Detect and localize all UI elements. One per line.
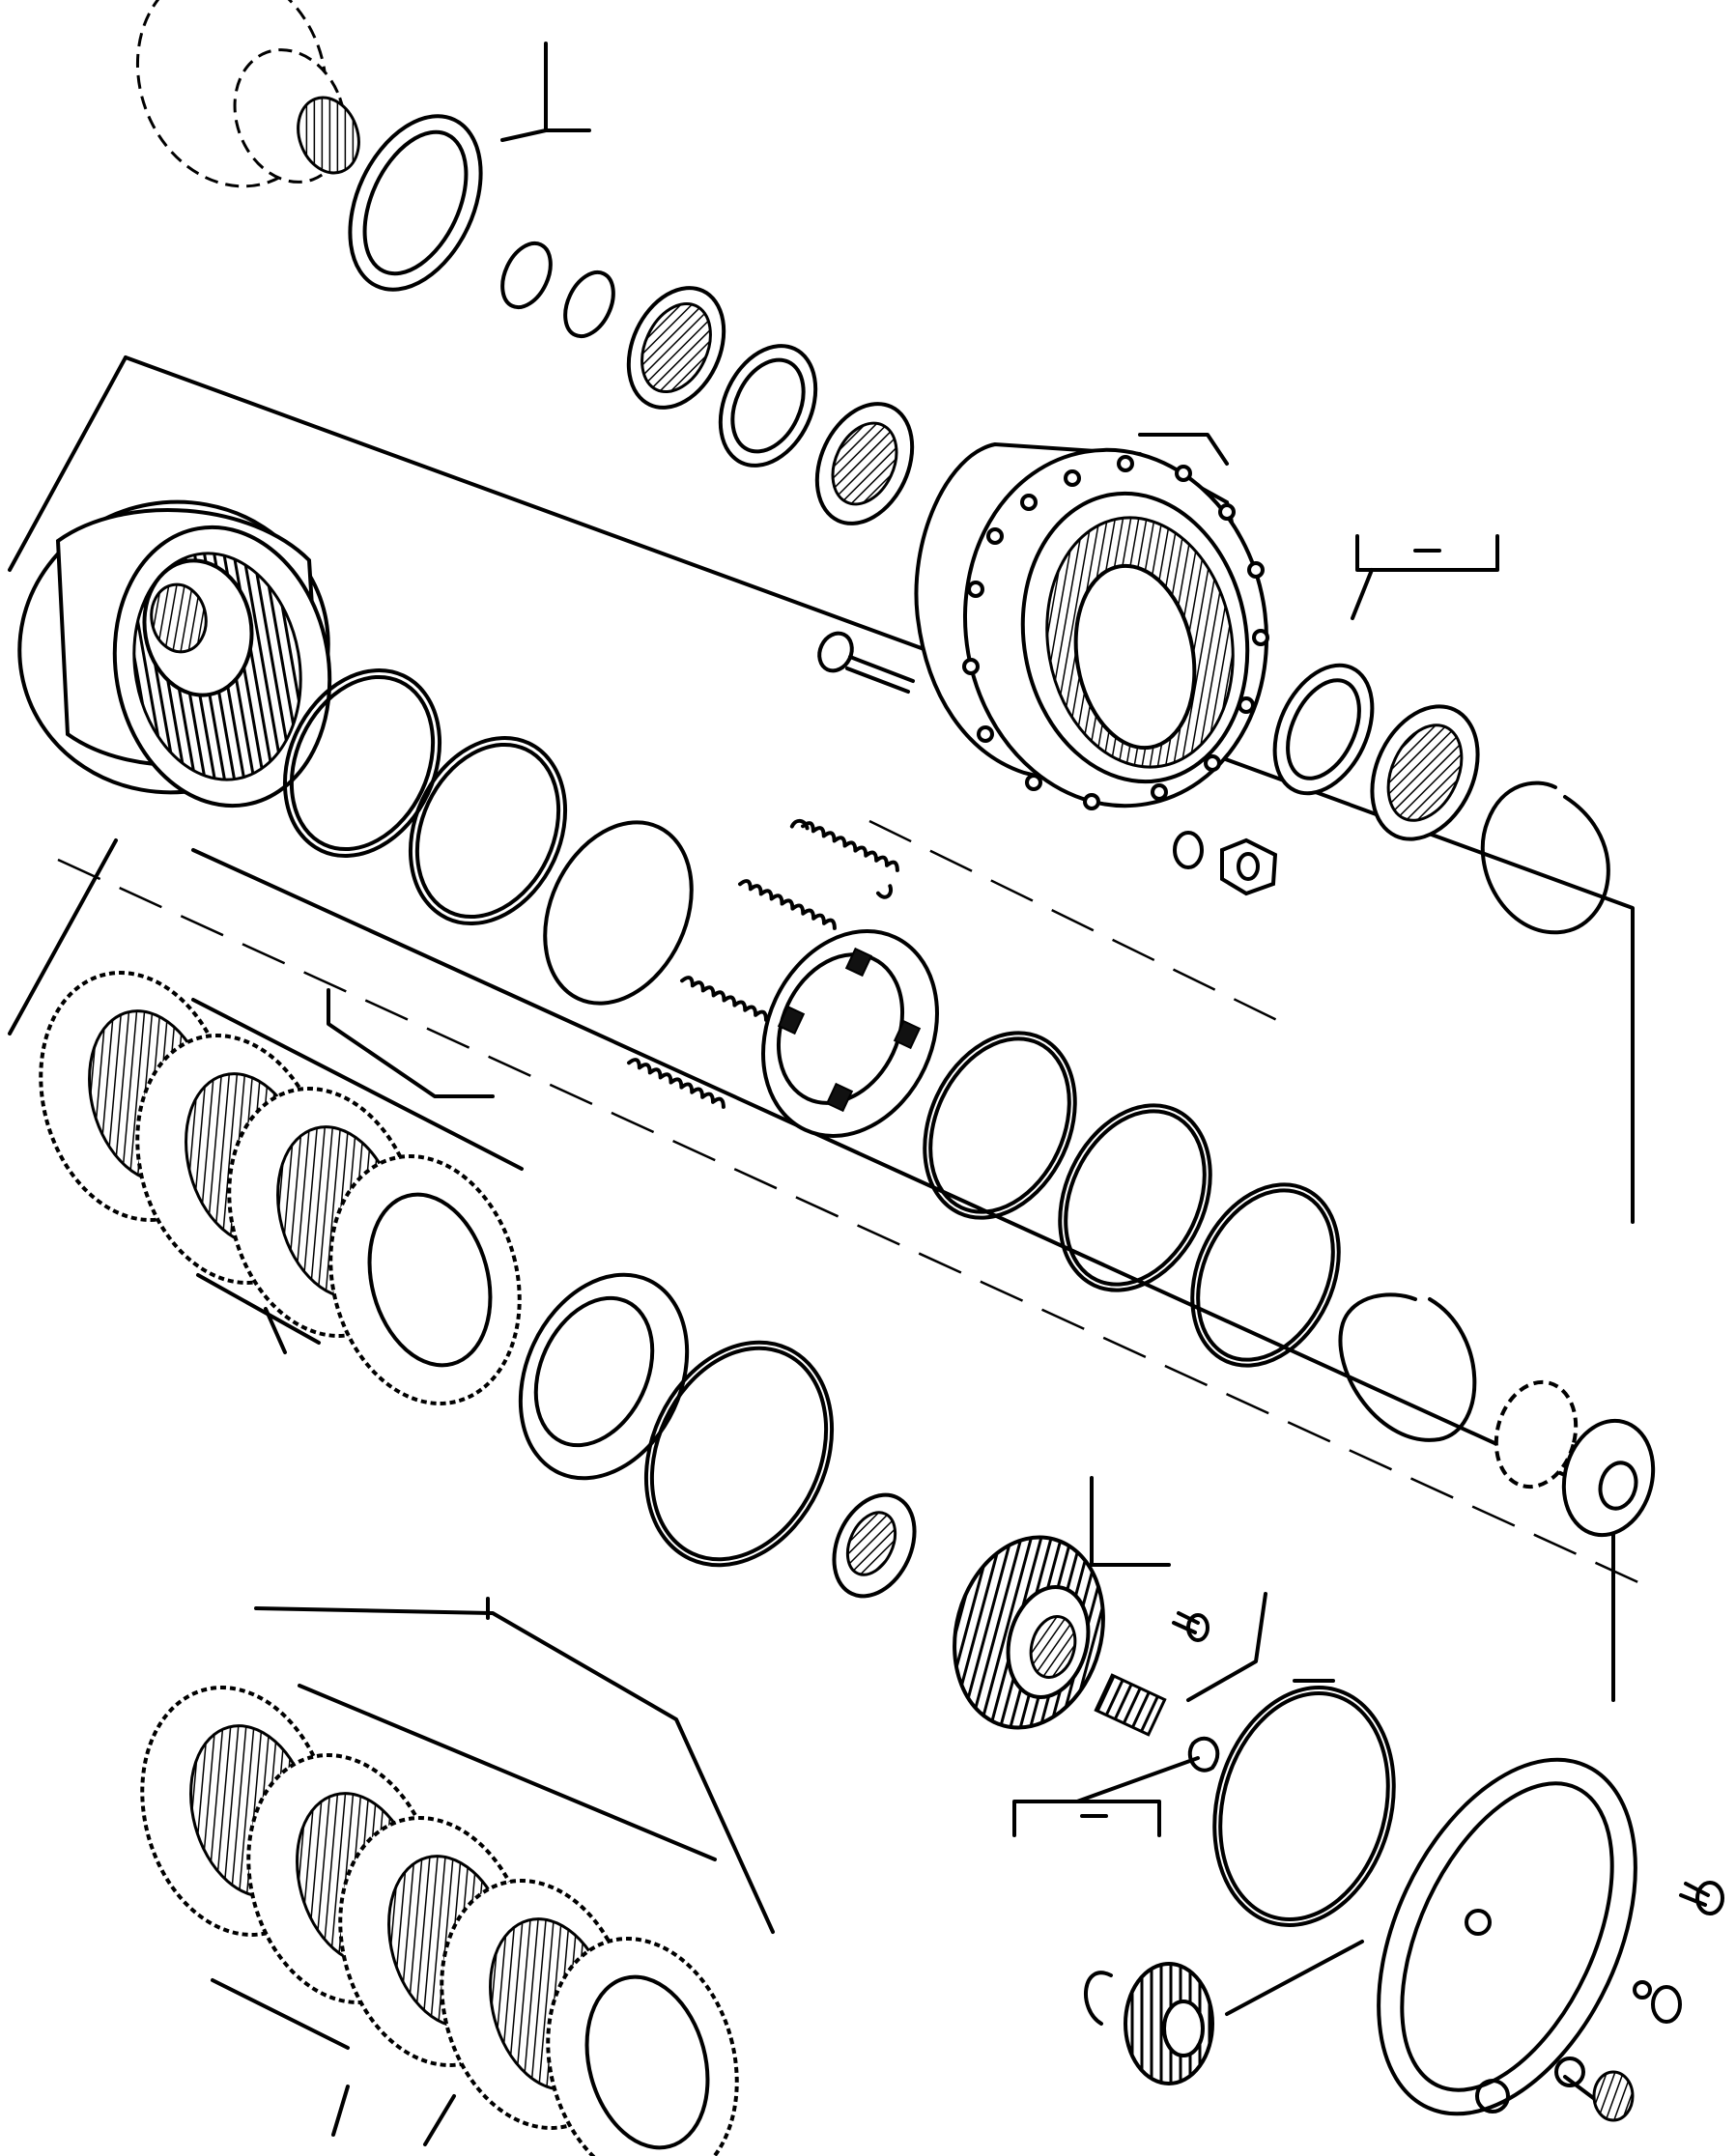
gear-housing [914, 433, 1269, 810]
flange-hub-dashed [135, 0, 360, 188]
o-ring-lower [1212, 1686, 1396, 1927]
bearing-retainer [832, 1492, 917, 1599]
o-rings-upper [282, 667, 694, 1006]
leader-lines [8, 42, 1635, 2146]
cover-plate [1377, 1757, 1637, 2116]
housing-bolt [817, 631, 915, 694]
ring-gear-drum [17, 499, 332, 808]
planet-gear [953, 1535, 1105, 1730]
small-parts-center [1094, 1611, 1220, 1773]
right-bearings [1272, 663, 1610, 935]
clutch-pack-upper [39, 971, 522, 1405]
thrust-washer [518, 1272, 835, 1568]
housing-bolt-holes [962, 455, 1269, 810]
axis-line-short [868, 819, 1286, 1026]
sun-pinion [1084, 1962, 1214, 2085]
piston-carrier [761, 929, 939, 1138]
springs [627, 818, 899, 1109]
axis-lines [57, 355, 1643, 1586]
washer-and-nut [1173, 831, 1278, 896]
o-rings-middle [923, 1031, 1477, 1442]
upper-seals-bearings [348, 114, 915, 525]
axis-line-middle [57, 858, 1643, 1586]
right-bearing-washer [1494, 1379, 1656, 1538]
clutch-pack-lower [140, 1686, 739, 2156]
screws-plug-right [1554, 1881, 1724, 2122]
